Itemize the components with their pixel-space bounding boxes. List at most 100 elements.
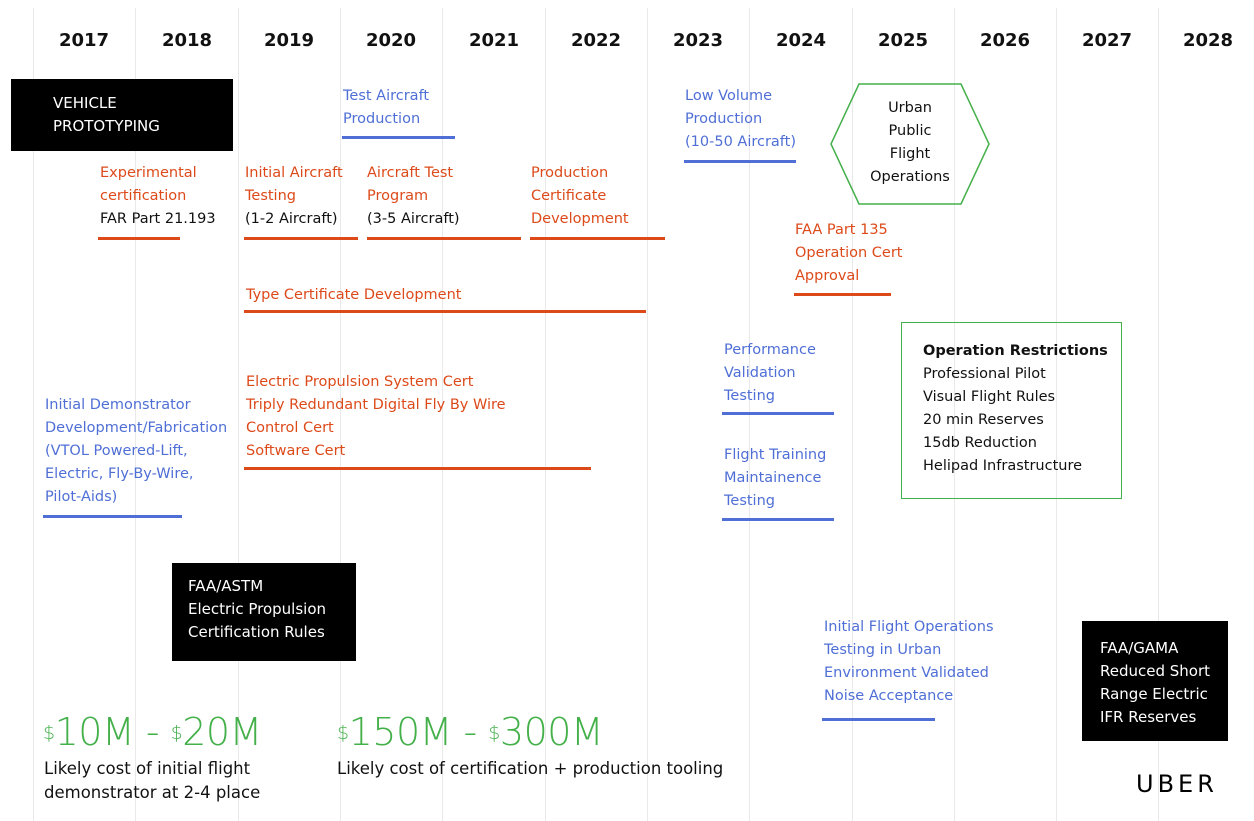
operation-restriction-item: 20 min Reserves (923, 412, 1044, 428)
initial-aircraft-testing-line: Initial Aircraft (245, 165, 343, 181)
experimental-cert-line: FAR Part 21.193 (100, 211, 216, 227)
grid-line (442, 8, 443, 821)
caption-line: Likely cost of certification + productio… (337, 759, 724, 778)
production-cert-label: Production Certificate Development (531, 162, 629, 231)
aircraft-test-program-line: Aircraft Test (367, 165, 454, 181)
urban-flight-line: Operations (870, 169, 950, 185)
cost-high: 300M (499, 710, 604, 754)
flight-training-line: Flight Training (724, 447, 827, 463)
initial-aircraft-testing-line: (1-2 Aircraft) (245, 211, 338, 227)
year-label: 2027 (1081, 30, 1133, 51)
electric-cert-line: Triply Redundant Digital Fly By Wire (246, 397, 506, 413)
initial-demonstrator-line: Initial Demonstrator (45, 397, 191, 413)
flight-training-line: Testing (724, 493, 775, 509)
faa-gama-line: Range Electric (1100, 685, 1208, 703)
low-volume-production-line: Production (685, 111, 763, 127)
vehicle-prototyping-line: PROTOTYPING (53, 117, 160, 135)
cost-low: 10M (54, 710, 135, 754)
caption-line: Likely cost of initial flight (44, 759, 251, 778)
grid-line (340, 8, 341, 821)
year-label: 2020 (365, 30, 417, 51)
production-cert-bar (530, 237, 665, 240)
operation-restriction-item: Helipad Infrastructure (923, 458, 1083, 474)
initial-demonstrator-bar (43, 515, 182, 518)
initial-flight-ops-bar (822, 718, 935, 721)
type-cert-bar (244, 310, 646, 313)
faa-part-135-label: FAA Part 135 Operation Cert Approval (795, 219, 902, 288)
aircraft-test-program-bar (367, 237, 521, 240)
initial-flight-ops-line: Environment Validated (824, 665, 989, 681)
cost-certification: $150M - $300M (337, 710, 604, 754)
cost-high: 20M (182, 710, 262, 754)
year-label: 2028 (1182, 30, 1234, 51)
urban-flight-line: Flight (889, 146, 931, 162)
year-label: 2021 (468, 30, 520, 51)
grid-line (1158, 8, 1159, 821)
operation-restrictions-box (901, 322, 1122, 499)
cost-certification-caption: Likely cost of certification + productio… (337, 757, 723, 781)
low-volume-production-line: (10-50 Aircraft) (685, 134, 797, 150)
faa-part-135-line: FAA Part 135 (795, 222, 888, 238)
aircraft-test-program-line: (3-5 Aircraft) (367, 211, 460, 227)
experimental-cert-line: Experimental (100, 165, 197, 181)
test-aircraft-production-bar (342, 136, 455, 139)
faa-astm-block: FAA/ASTM Electric Propulsion Certificati… (172, 563, 356, 661)
uber-logo: UBER (1136, 770, 1218, 798)
flight-training-bar (722, 518, 834, 521)
currency-symbol: $ (170, 722, 183, 744)
initial-flight-ops-line: Initial Flight Operations (824, 619, 994, 635)
initial-aircraft-testing-bar (244, 237, 358, 240)
performance-validation-line: Validation (724, 365, 796, 381)
urban-flight-label: Urban Public Flight Operations (850, 97, 970, 189)
grid-line (545, 8, 546, 821)
currency-symbol: $ (43, 722, 55, 744)
urban-flight-line: Public (888, 123, 932, 139)
initial-demonstrator-line: Pilot-Aids) (45, 489, 118, 505)
faa-gama-block: FAA/GAMA Reduced Short Range Electric IF… (1082, 621, 1228, 741)
faa-astm-line: Certification Rules (188, 623, 325, 641)
performance-validation-line: Performance (724, 342, 816, 358)
faa-gama-line: IFR Reserves (1100, 708, 1197, 726)
year-label: 2024 (775, 30, 827, 51)
year-label: 2023 (672, 30, 724, 51)
currency-symbol: $ (337, 722, 349, 744)
initial-demonstrator-line: Development/Fabrication (45, 420, 228, 436)
grid-line (33, 8, 34, 821)
year-label: 2026 (979, 30, 1031, 51)
cost-separator: - (451, 710, 489, 754)
caption-line: demonstrator at 2-4 place (44, 783, 261, 802)
operation-restrictions-list: Operation Restrictions Professional Pilo… (923, 340, 1108, 478)
faa-astm-line: FAA/ASTM (188, 577, 264, 595)
performance-validation-bar (722, 412, 834, 415)
low-volume-production-label: Low Volume Production (10-50 Aircraft) (685, 85, 796, 154)
year-label: 2022 (570, 30, 622, 51)
test-aircraft-production-line: Test Aircraft (343, 88, 430, 104)
electric-cert-bar (244, 467, 591, 470)
experimental-cert-bar (98, 237, 180, 240)
initial-flight-ops-line: Noise Acceptance (824, 688, 954, 704)
initial-demonstrator-line: Electric, Fly-By-Wire, (45, 466, 194, 482)
faa-astm-line: Electric Propulsion (188, 600, 327, 618)
initial-aircraft-testing-line: Testing (245, 188, 296, 204)
electric-cert-line: Software Cert (246, 443, 346, 459)
experimental-cert-label: Experimental certification FAR Part 21.1… (100, 162, 216, 231)
year-label: 2018 (161, 30, 213, 51)
cost-demonstrator-caption: Likely cost of initial flight demonstrat… (44, 757, 260, 805)
urban-flight-line: Urban (888, 100, 932, 116)
faa-part-135-line: Approval (795, 268, 860, 284)
aircraft-test-program-label: Aircraft Test Program (3-5 Aircraft) (367, 162, 460, 231)
faa-gama-line: FAA/GAMA (1100, 639, 1179, 657)
flight-training-label: Flight Training Maintainence Testing (724, 444, 826, 513)
performance-validation-label: Performance Validation Testing (724, 339, 816, 408)
cost-demonstrator: $10M - $20M (43, 712, 262, 752)
production-cert-line: Certificate (531, 188, 607, 204)
test-aircraft-production-label: Test Aircraft Production (343, 85, 429, 131)
aircraft-test-program-line: Program (367, 188, 429, 204)
operation-restrictions-title: Operation Restrictions (923, 343, 1108, 359)
vehicle-prototyping-line: VEHICLE (53, 94, 117, 112)
flight-training-line: Maintainence (724, 470, 822, 486)
low-volume-production-bar (684, 160, 796, 163)
low-volume-production-line: Low Volume (685, 88, 773, 104)
vehicle-prototyping-block: VEHICLE PROTOTYPING (11, 79, 233, 151)
